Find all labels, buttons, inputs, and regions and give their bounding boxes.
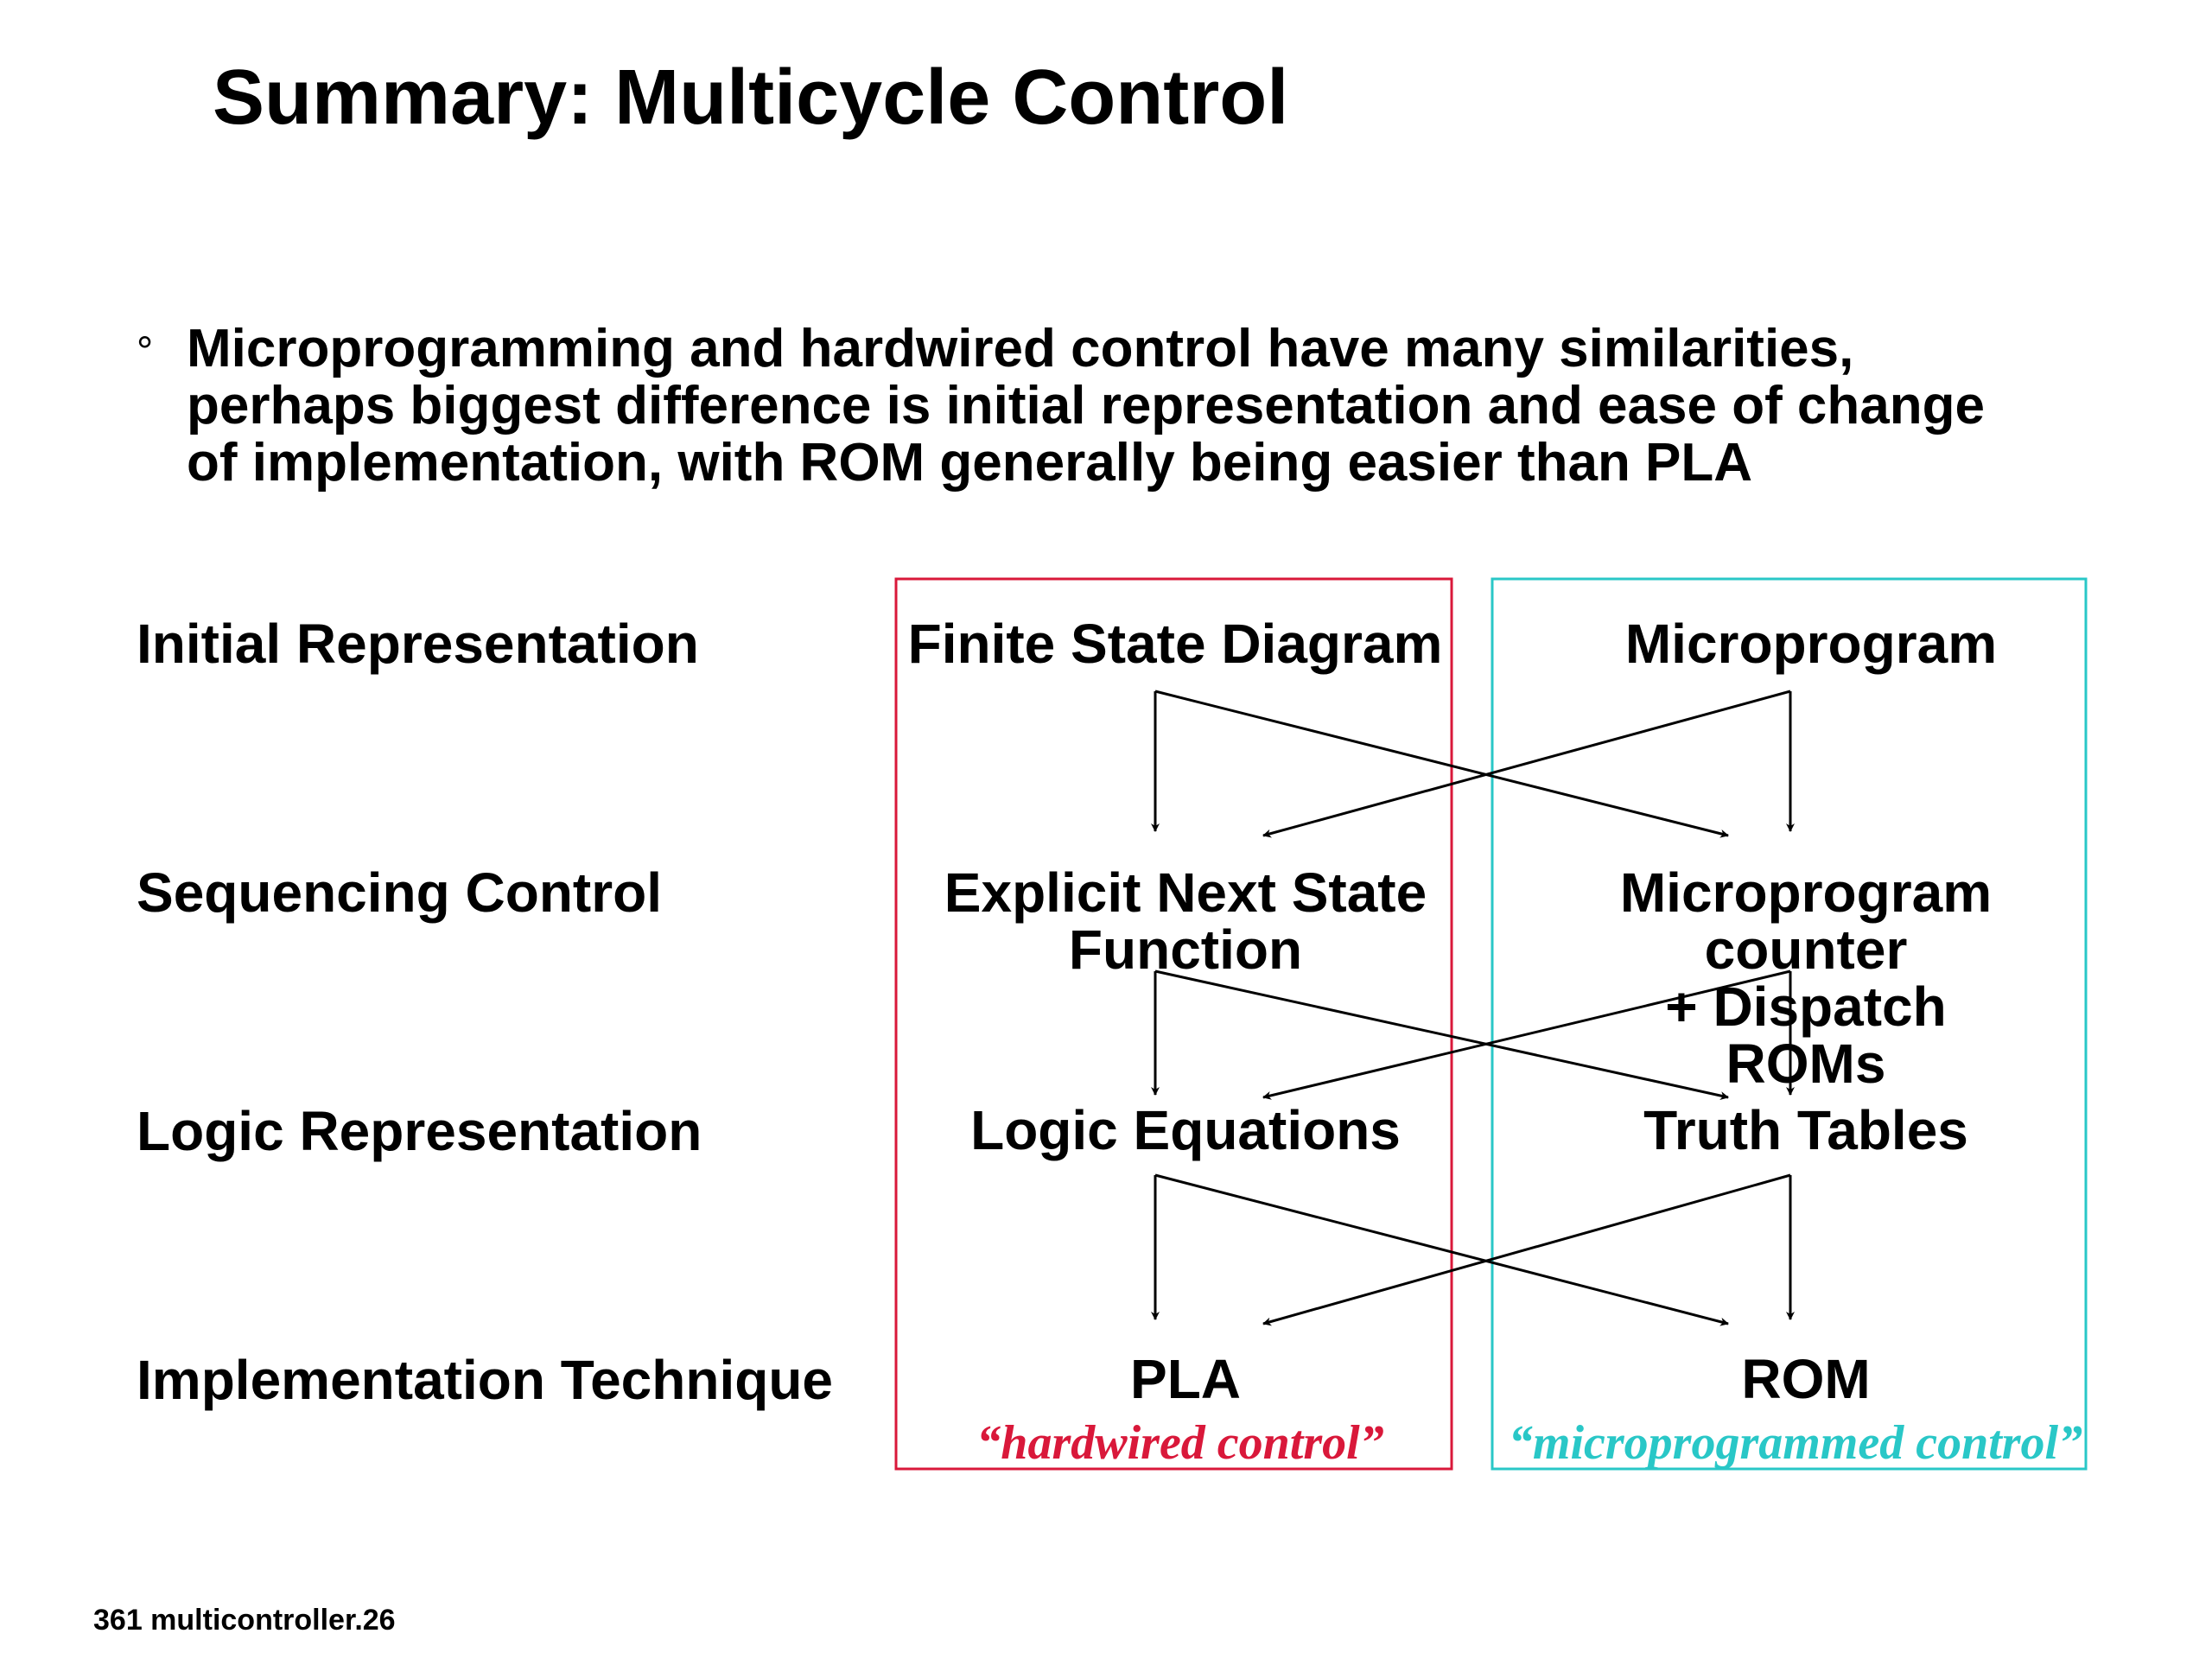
row-label-implementation-technique: Implementation Technique xyxy=(137,1349,833,1411)
arrow-explicit-to-truth xyxy=(1154,969,1729,1100)
node-explicit-next-state-function: Explicit Next State Function xyxy=(944,861,1427,981)
node-rom: ROM xyxy=(1741,1348,1871,1410)
row-label-logic-representation: Logic Representation xyxy=(137,1100,702,1162)
bullet-marker: ° xyxy=(137,329,154,375)
row-label-sequencing-control: Sequencing Control xyxy=(137,861,662,924)
slide-title: Summary: Multicycle Control xyxy=(213,54,1289,141)
caption-microprogrammed-control: “microprogrammed control” xyxy=(1508,1416,2083,1470)
arrow-truth-to-pla xyxy=(1262,1173,1791,1326)
arrow-equations-to-rom xyxy=(1154,1173,1729,1326)
node-microprogram: Microprogram xyxy=(1624,613,1998,675)
hardwired-box xyxy=(894,577,1453,1471)
node-pla: PLA xyxy=(1130,1348,1241,1410)
microprogrammed-box xyxy=(1491,577,2088,1471)
bullet-line-3: of implementation, with ROM generally be… xyxy=(187,433,1753,493)
arrow-counter-to-equations xyxy=(1262,969,1791,1100)
caption-hardwired-control: “hardwired control” xyxy=(976,1416,1384,1470)
slide-footer: 361 multicontroller.26 xyxy=(93,1604,396,1637)
row-label-initial-representation: Initial Representation xyxy=(137,613,699,675)
node-finite-state-diagram: Finite State Diagram xyxy=(907,613,1443,675)
node-logic-equations: Logic Equations xyxy=(970,1099,1401,1161)
node-truth-tables: Truth Tables xyxy=(1643,1099,1968,1161)
node-microprogram-counter-dispatch-roms: Microprogram counter + Dispatch ROMs xyxy=(1619,861,1993,1095)
bullet-line-1: Microprogramming and hardwired control h… xyxy=(187,319,1854,378)
arrow-fsd-to-counter xyxy=(1154,690,1729,838)
arrow-microprogram-to-explicit xyxy=(1262,690,1791,838)
bullet-line-2: perhaps biggest difference is initial re… xyxy=(187,376,1985,435)
